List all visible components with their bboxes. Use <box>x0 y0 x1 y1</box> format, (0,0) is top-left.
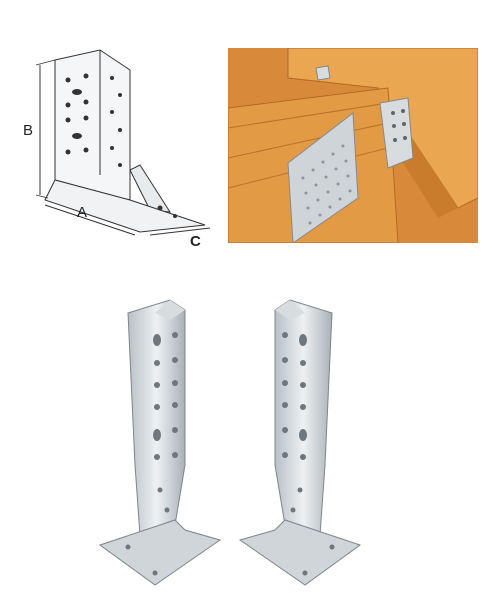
nail-plate <box>287 112 359 243</box>
plate-holes <box>65 73 177 218</box>
label-c: C <box>190 233 201 250</box>
joist-hanger-pair <box>80 285 380 600</box>
base-plate <box>44 179 206 233</box>
timber-joint-illustration <box>228 48 478 243</box>
label-a: A <box>77 204 87 221</box>
timber-joint-drawing <box>228 48 478 243</box>
top-bracket <box>315 65 331 81</box>
right-hanger <box>238 299 362 586</box>
vertical-plate <box>54 49 131 201</box>
left-hanger <box>98 299 222 586</box>
label-b: B <box>23 122 33 139</box>
joist-hanger-drawing <box>98 299 362 586</box>
dimension-line-a <box>44 204 136 236</box>
bracket-diagram-drawing: B A C <box>23 49 211 250</box>
beam-bracket <box>379 97 414 169</box>
stiffener-rib <box>129 164 171 213</box>
bracket-dimension-diagram: B A C <box>0 0 225 260</box>
dimension-line-c <box>149 227 211 236</box>
